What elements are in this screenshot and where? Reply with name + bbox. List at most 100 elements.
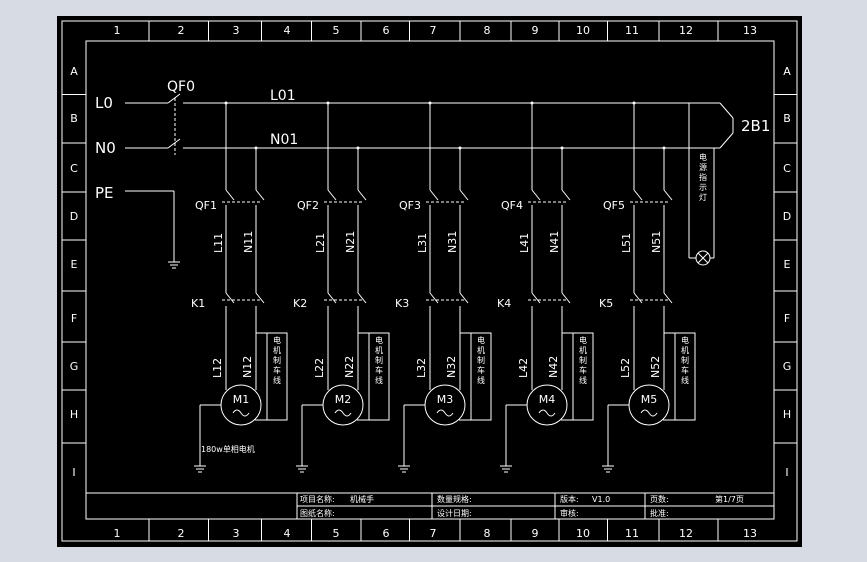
svg-text:机: 机 bbox=[477, 345, 485, 355]
wire-label-n-out: N52 bbox=[649, 356, 662, 378]
svg-text:制: 制 bbox=[477, 355, 485, 365]
column-marker-bottom: 7 bbox=[430, 527, 437, 540]
svg-text:示: 示 bbox=[699, 183, 707, 192]
motor-terminal-box bbox=[368, 332, 390, 421]
wire-label-l-out: L52 bbox=[619, 358, 632, 378]
svg-text:车: 车 bbox=[273, 365, 281, 375]
column-marker-top: 2 bbox=[178, 24, 185, 37]
row-marker-left: D bbox=[70, 210, 78, 223]
row-marker-left: C bbox=[70, 162, 78, 175]
page-label: 页数: bbox=[650, 494, 669, 504]
svg-text:制: 制 bbox=[681, 355, 689, 365]
svg-text:线: 线 bbox=[681, 375, 689, 385]
column-marker-top: 13 bbox=[743, 24, 757, 37]
column-marker-top: 5 bbox=[333, 24, 340, 37]
neutral-in-label: N0 bbox=[95, 139, 116, 157]
svg-text:电: 电 bbox=[681, 335, 689, 345]
svg-text:灯: 灯 bbox=[699, 192, 707, 202]
row-marker-left: F bbox=[71, 312, 77, 325]
wire-label-n-out: N12 bbox=[241, 356, 254, 378]
contactor-label: K3 bbox=[395, 297, 409, 310]
project-label: 项目名称: bbox=[300, 494, 335, 504]
contactor-label: K5 bbox=[599, 297, 613, 310]
svg-text:机: 机 bbox=[273, 345, 281, 355]
neutral-bus-label: N01 bbox=[270, 132, 298, 148]
row-marker-right: E bbox=[784, 258, 791, 271]
svg-text:电: 电 bbox=[477, 335, 485, 345]
svg-text:线: 线 bbox=[579, 375, 587, 385]
svg-text:制: 制 bbox=[375, 355, 383, 365]
breaker-label: QF1 bbox=[195, 199, 217, 212]
column-marker-top: 12 bbox=[679, 24, 693, 37]
svg-text:线: 线 bbox=[273, 375, 281, 385]
column-marker-bottom: 4 bbox=[284, 527, 291, 540]
wire-label-n-in: N41 bbox=[548, 231, 561, 253]
line-bus-label: L01 bbox=[270, 88, 296, 104]
row-marker-left: B bbox=[70, 112, 78, 125]
row-marker-right: C bbox=[783, 162, 791, 175]
row-marker-left: E bbox=[71, 258, 78, 271]
wire-label-n-in: N21 bbox=[344, 231, 357, 253]
wire-label-l-in: L31 bbox=[416, 233, 429, 253]
wire-label-l-in: L41 bbox=[518, 233, 531, 253]
inner-frame bbox=[85, 40, 775, 520]
drawing-label: 图纸名称: bbox=[300, 508, 335, 518]
column-marker-bottom: 13 bbox=[743, 527, 757, 540]
wire-label-n-out: N42 bbox=[547, 356, 560, 378]
motor-terminal-box bbox=[572, 332, 594, 421]
row-marker-left: G bbox=[70, 360, 79, 373]
row-marker-right: H bbox=[783, 408, 791, 421]
approve-label: 批准: bbox=[650, 508, 669, 518]
svg-text:机: 机 bbox=[579, 345, 587, 355]
column-marker-bottom: 5 bbox=[333, 527, 340, 540]
motor-label: M2 bbox=[335, 393, 352, 406]
motor-label: M3 bbox=[437, 393, 454, 406]
svg-text:电: 电 bbox=[375, 335, 383, 345]
version-value: V1.0 bbox=[592, 495, 610, 504]
column-marker-bottom: 3 bbox=[233, 527, 240, 540]
wire-label-n-in: N51 bbox=[650, 231, 663, 253]
column-marker-bottom: 10 bbox=[576, 527, 590, 540]
title-block: 项目名称: 机械手 图纸名称: 数量规格: 设计日期: 版本: V1.0 审核:… bbox=[86, 492, 774, 519]
svg-text:机: 机 bbox=[375, 345, 383, 355]
svg-text:线: 线 bbox=[477, 375, 485, 385]
svg-text:车: 车 bbox=[579, 365, 587, 375]
motor-label: M4 bbox=[539, 393, 556, 406]
breaker-label: QF5 bbox=[603, 199, 625, 212]
design-date-label: 设计日期: bbox=[437, 508, 472, 518]
column-marker-top: 9 bbox=[532, 24, 539, 37]
svg-text:车: 车 bbox=[477, 365, 485, 375]
svg-text:制: 制 bbox=[579, 355, 587, 365]
review-label: 审核: bbox=[560, 508, 579, 518]
column-marker-top: 1 bbox=[114, 24, 121, 37]
page-value: 第1/7页 bbox=[715, 494, 744, 504]
column-marker-bottom: 2 bbox=[178, 527, 185, 540]
column-marker-bottom: 6 bbox=[383, 527, 390, 540]
wire-label-l-out: L32 bbox=[415, 358, 428, 378]
spec-label: 数量规格: bbox=[437, 494, 472, 504]
column-marker-bottom: 8 bbox=[484, 527, 491, 540]
svg-text:线: 线 bbox=[375, 375, 383, 385]
wire-label-n-out: N32 bbox=[445, 356, 458, 378]
svg-text:源: 源 bbox=[699, 163, 707, 172]
column-marker-top: 3 bbox=[233, 24, 240, 37]
row-marker-right: D bbox=[783, 210, 791, 223]
motor-terminal-box bbox=[470, 332, 492, 421]
contactor-label: K1 bbox=[191, 297, 205, 310]
motor-label: M5 bbox=[641, 393, 658, 406]
row-marker-right: G bbox=[783, 360, 792, 373]
